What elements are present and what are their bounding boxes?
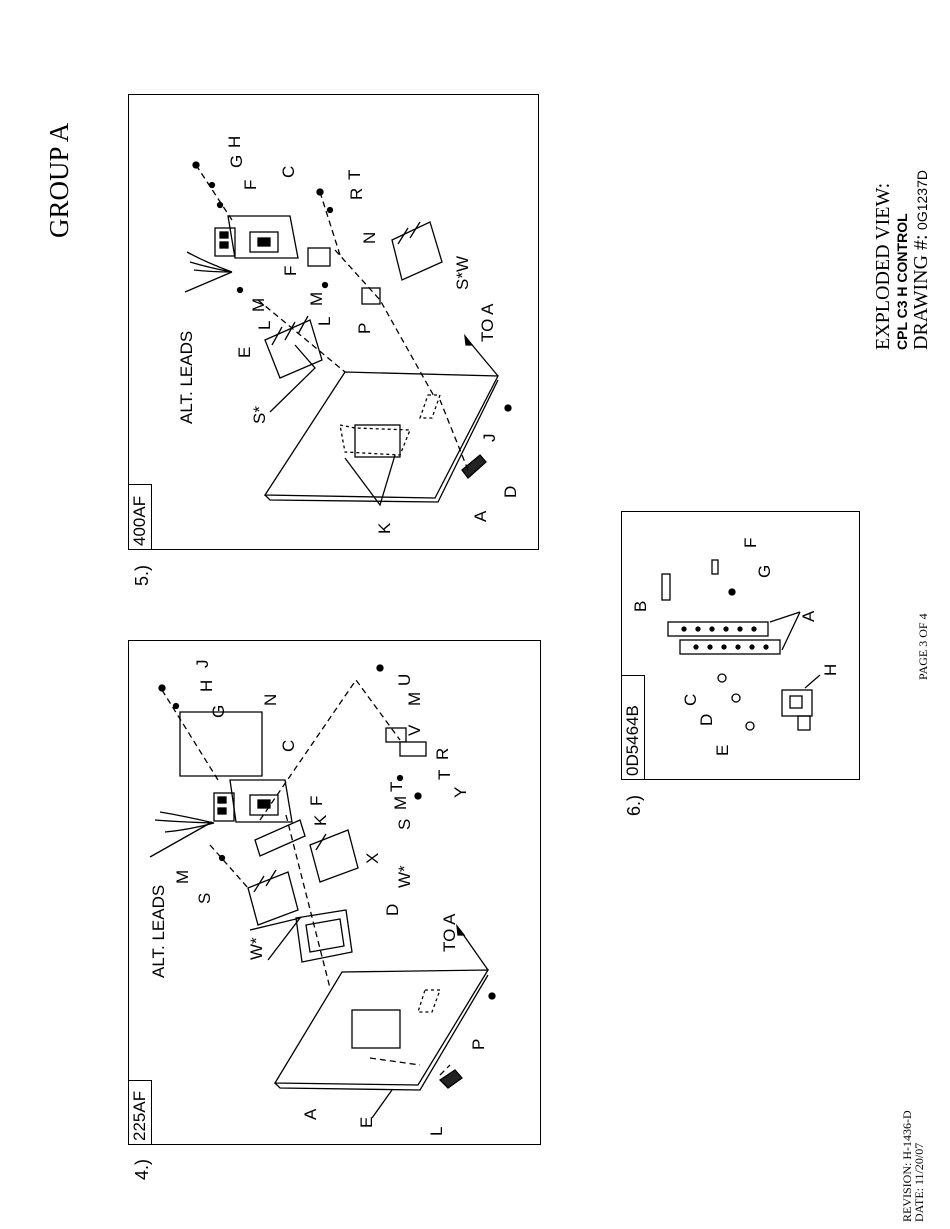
svg-text:E: E <box>713 745 732 756</box>
svg-text:G: G <box>755 565 774 578</box>
svg-text:B: B <box>631 601 650 612</box>
svg-text:F: F <box>741 538 760 548</box>
svg-text:A: A <box>799 610 818 622</box>
svg-text:D: D <box>697 714 716 726</box>
svg-text:H: H <box>821 664 840 676</box>
svg-text:C: C <box>681 694 700 706</box>
